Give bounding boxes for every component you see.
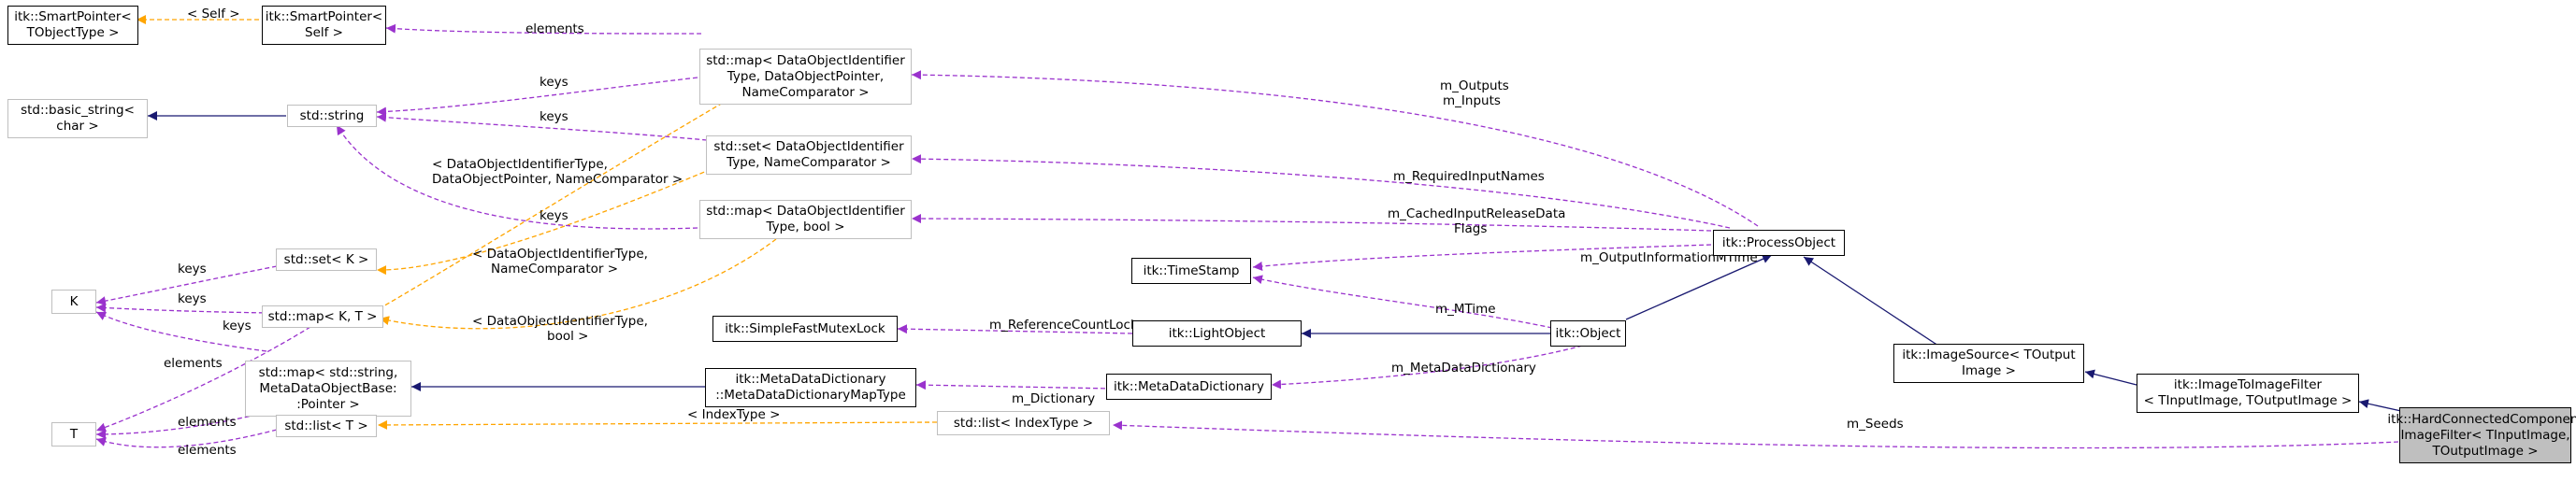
node-metadatadictionary[interactable]: itk::MetaDataDictionary: [1106, 374, 1272, 400]
node-hardconnectedcomponent-filter[interactable]: itk::HardConnectedComponent ImageFilter<…: [2387, 407, 2576, 463]
node-map-k-t[interactable]: std::map< K, T >: [262, 305, 383, 328]
edge-map-dop-to-string: [376, 77, 698, 117]
edge-map-dop-to-map-kt: [367, 102, 724, 316]
edge-object-to-timestamp: [1252, 275, 1553, 329]
node-object[interactable]: itk::Object: [1550, 320, 1626, 347]
node-map-string-metadataobject[interactable]: std::map< std::string, MetaDataObjectBas…: [245, 361, 411, 417]
node-list-indextype[interactable]: std::list< IndexType >: [937, 411, 1110, 435]
node-basic-string[interactable]: std::basic_string< char >: [7, 99, 148, 138]
label-tmpl-map-dop-1: < DataObjectIdentifierType,: [432, 157, 608, 172]
label-inputs: m_Inputs: [1443, 93, 1501, 108]
label-keys-set-k: keys: [178, 262, 207, 276]
edge-list-t-to-t: [95, 429, 278, 448]
label-tmpl-map-bool-2: bool >: [547, 329, 588, 344]
edge-map-kt-to-k: [95, 303, 272, 314]
node-list-t[interactable]: std::list< T >: [276, 415, 377, 437]
edge-processobject-to-map-dop: [911, 70, 1759, 227]
template-edges: [137, 15, 938, 430]
edge-mdd-to-mdd-maptype: [915, 380, 1114, 390]
label-keys-map-bool: keys: [540, 208, 568, 223]
edge-map-kt-to-t: [95, 326, 311, 432]
label-tmpl-map-dop-2: DataObjectPointer, NameComparator >: [432, 172, 683, 187]
edge-map-dop-to-smartptr-self: [385, 23, 702, 35]
edge-processobject-to-timestamp: [1252, 244, 1712, 271]
label-tmpl-set-doi-1: < DataObjectIdentifierType,: [472, 247, 648, 262]
label-elements-map-str: elements: [178, 415, 237, 430]
label-tmpl-set-doi-2: NameComparator >: [491, 262, 618, 276]
edge-lightobject-to-mutexlock: [897, 324, 1133, 334]
label-keys-map-kt: keys: [178, 291, 207, 306]
node-smartpointer-self[interactable]: itk::SmartPointer< Self >: [262, 6, 386, 45]
edge-set-doi-to-string: [376, 112, 708, 141]
label-tmpl-map-bool-1: < DataObjectIdentifierType,: [472, 314, 648, 329]
label-self: < Self >: [187, 7, 240, 21]
node-map-dataobject-bool[interactable]: std::map< DataObjectIdentifier Type, boo…: [699, 200, 912, 239]
edge-map-bool-to-map-kt: [379, 238, 777, 330]
edge-set-k-to-k: [95, 265, 278, 306]
edge-map-bool-to-string: [336, 124, 698, 230]
edge-hardconnected-to-imagetoimage: [2358, 399, 2402, 412]
edge-imagetoimage-to-imagesource: [2084, 369, 2137, 386]
node-lightobject[interactable]: itk::LightObject: [1132, 320, 1302, 347]
edge-map-string-to-k: [95, 311, 267, 352]
label-seeds: m_Seeds: [1847, 417, 1904, 432]
node-timestamp[interactable]: itk::TimeStamp: [1131, 258, 1251, 284]
node-smartpointer-tobjecttype[interactable]: itk::SmartPointer< TObjectType >: [7, 6, 138, 45]
edge-hardconnected-to-list-indextype: [1112, 420, 2399, 449]
node-imagetoimagefilter[interactable]: itk::ImageToImageFilter < TInputImage, T…: [2137, 374, 2359, 413]
edge-imagesource-to-processobject: [1803, 256, 1939, 347]
label-keys-map-dop: keys: [540, 75, 568, 90]
label-dictionary: m_Dictionary: [1012, 391, 1095, 406]
label-required-input-names: m_RequiredInputNames: [1393, 169, 1545, 184]
node-metadatadictionary-maptype[interactable]: itk::MetaDataDictionary ::MetaDataDictio…: [705, 368, 916, 407]
inheritance-edges: [148, 111, 2402, 412]
node-t[interactable]: T: [51, 422, 96, 447]
edge-list-indextype-to-list-t: [377, 419, 938, 430]
label-index-type: < IndexType >: [687, 407, 780, 422]
node-imagesource[interactable]: itk::ImageSource< TOutput Image >: [1893, 344, 2084, 383]
label-cached-flags-2: Flags: [1454, 221, 1487, 236]
node-simplefastmutexlock[interactable]: itk::SimpleFastMutexLock: [712, 316, 898, 342]
edge-labels: < Self > elements keys keys keys < DataO…: [164, 7, 1904, 458]
label-mdd-member: m_MetaDataDictionary: [1391, 361, 1536, 376]
member-edges: [95, 23, 2399, 449]
edge-object-to-mdd: [1271, 343, 1590, 390]
label-elements-map-kt: elements: [164, 356, 223, 371]
node-processobject[interactable]: itk::ProcessObject: [1713, 230, 1845, 256]
node-set-dataobject-identifier[interactable]: std::set< DataObjectIdentifier Type, Nam…: [706, 135, 912, 175]
node-std-string[interactable]: std::string: [287, 105, 377, 127]
edge-object-to-processobject: [1625, 254, 1773, 320]
edge-processobject-to-set-doi: [911, 154, 1731, 229]
label-mtime: m_MTime: [1435, 302, 1496, 317]
label-ref-count-lock: m_ReferenceCountLock: [989, 318, 1138, 333]
node-map-dataobject-pointer[interactable]: std::map< DataObjectIdentifier Type, Dat…: [699, 49, 912, 105]
edge-processobject-to-map-bool: [911, 214, 1712, 232]
node-k[interactable]: K: [51, 290, 96, 314]
label-outputs: m_Outputs: [1440, 78, 1509, 93]
label-elements-list-t: elements: [178, 443, 237, 458]
label-elements-top: elements: [525, 21, 584, 36]
node-set-k[interactable]: std::set< K >: [276, 248, 377, 271]
label-cached-flags-1: m_CachedInputReleaseData: [1388, 206, 1565, 221]
label-keys-set-doi: keys: [540, 109, 568, 124]
label-keys-map-str: keys: [223, 319, 252, 333]
